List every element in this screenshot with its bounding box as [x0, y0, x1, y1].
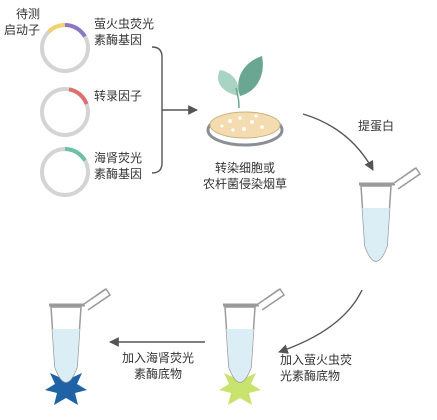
label-firefly-gene-line-1: 萤火虫荧光 — [94, 17, 155, 31]
label-promoter-line-1: 待测 — [15, 7, 40, 21]
label-transformation-line-1: 转染细胞或 — [214, 161, 275, 175]
promoter-segment — [47, 22, 66, 34]
label-transcription-factor-line-1: 转录因子 — [94, 89, 143, 103]
arrow-to-firefly-tube — [278, 289, 363, 354]
plasmid-transcription-factor — [40, 87, 90, 137]
label-renilla-substrate-line-2: 素酶底物 — [133, 367, 182, 381]
label-renilla-substrate-line-1: 加入海肾荧光 — [121, 351, 194, 365]
label-renilla-substrate: 加入海肾荧光 素酶底物 — [110, 350, 206, 382]
plant-leaf-icon — [218, 56, 263, 109]
label-transcription-factor: 转录因子 — [94, 88, 142, 104]
label-extract-protein: 提蛋白 — [358, 118, 394, 134]
label-promoter: 待测 启动子 — [4, 6, 40, 38]
transcription-factor-segment — [68, 87, 89, 105]
renilla-gene-segment — [64, 147, 87, 162]
label-firefly-substrate-line-2: 光素酶底物 — [280, 369, 341, 383]
tube-extracted-protein — [359, 166, 422, 262]
petri-dish-icon — [206, 111, 284, 147]
tube-firefly-readout — [219, 287, 286, 405]
label-firefly-gene-line-2: 素酶基因 — [94, 33, 143, 47]
tube-renilla-readout — [45, 287, 112, 405]
plasmid-ring — [40, 87, 90, 137]
plasmid-renilla — [40, 147, 90, 197]
label-transformation-line-2: 农杆菌侵染烟草 — [202, 177, 287, 191]
dish-agar — [209, 111, 281, 139]
firefly-gene-segment — [64, 23, 87, 38]
label-firefly-substrate-line-1: 加入萤火虫荧 — [280, 353, 353, 367]
label-firefly-substrate: 加入萤火虫荧 光素酶底物 — [280, 352, 352, 384]
plasmid-promoter-firefly — [40, 22, 90, 73]
label-renilla-gene: 海肾荧光 素酶基因 — [94, 150, 142, 182]
label-promoter-line-2: 启动子 — [4, 23, 41, 37]
leaf-left — [218, 70, 239, 96]
label-transformation: 转染细胞或 农杆菌侵染烟草 — [190, 160, 300, 192]
label-renilla-gene-line-2: 素酶基因 — [94, 167, 143, 181]
firefly-glow-burst — [219, 367, 261, 405]
bacterial-colonies — [220, 114, 264, 132]
renilla-glow-burst — [45, 367, 87, 405]
arrow-extract-protein — [302, 113, 374, 171]
label-extract-protein-text: 提蛋白 — [358, 119, 395, 133]
plasmid-bracket — [151, 46, 163, 174]
leaf-right — [238, 56, 263, 96]
label-firefly-gene: 萤火虫荧光 素酶基因 — [94, 16, 154, 48]
label-renilla-gene-line-1: 海肾荧光 — [94, 151, 143, 165]
leaf-stem — [235, 87, 240, 109]
